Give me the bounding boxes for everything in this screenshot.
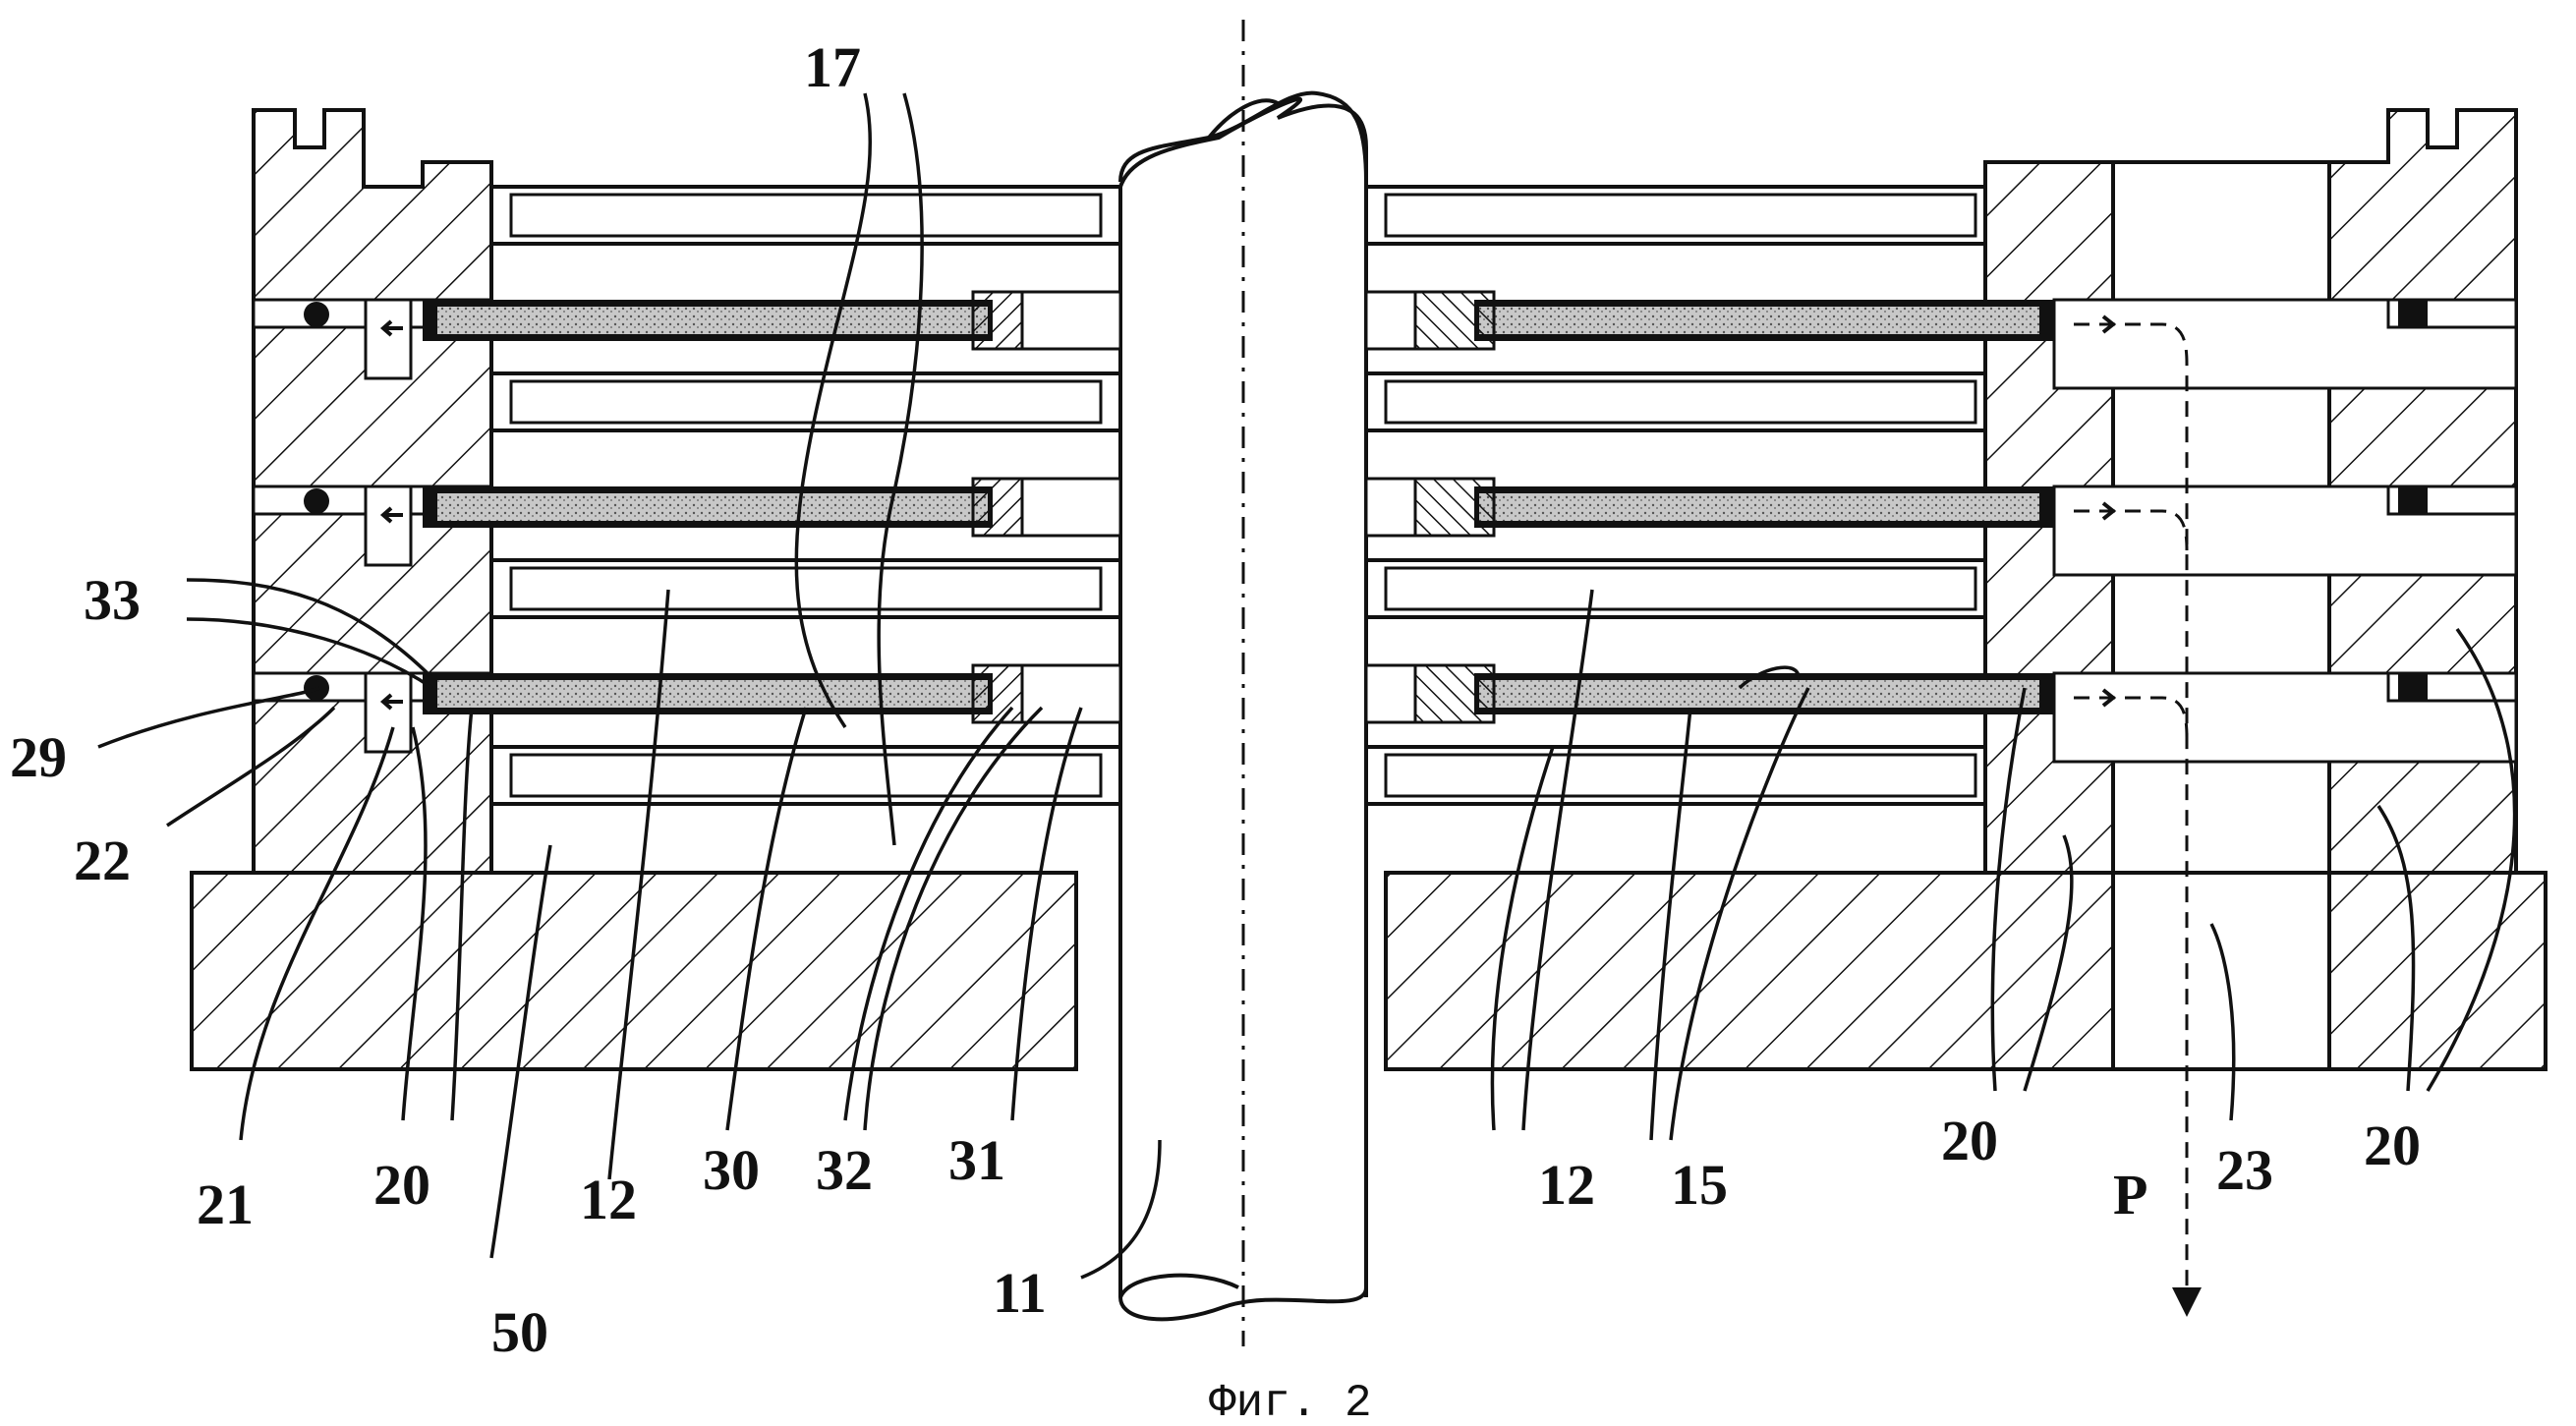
membrane-tubes-right [1366,292,2054,722]
label-P: P [2113,1163,2147,1226]
label-30: 30 [703,1138,760,1202]
label-12-left: 12 [580,1168,637,1231]
figure-caption: Фиг. 2 [1209,1378,1372,1426]
label-31: 31 [948,1128,1005,1192]
label-32: 32 [816,1138,873,1202]
label-15: 15 [1671,1153,1728,1217]
label-29: 29 [10,725,67,789]
base-plate [192,873,2546,1069]
label-33: 33 [84,568,141,632]
label-22: 22 [74,828,131,892]
label-20-left: 20 [373,1153,430,1217]
label-21: 21 [197,1172,254,1236]
label-23: 23 [2216,1138,2273,1202]
label-11: 11 [993,1261,1047,1325]
label-17: 17 [804,35,861,99]
right-housing-wall [1985,110,2516,873]
label-20-right: 20 [2364,1113,2421,1177]
membrane-tubes-left [423,292,1120,722]
label-50: 50 [491,1300,548,1364]
label-12-right: 12 [1538,1153,1595,1217]
label-20-mid: 20 [1941,1109,1998,1172]
